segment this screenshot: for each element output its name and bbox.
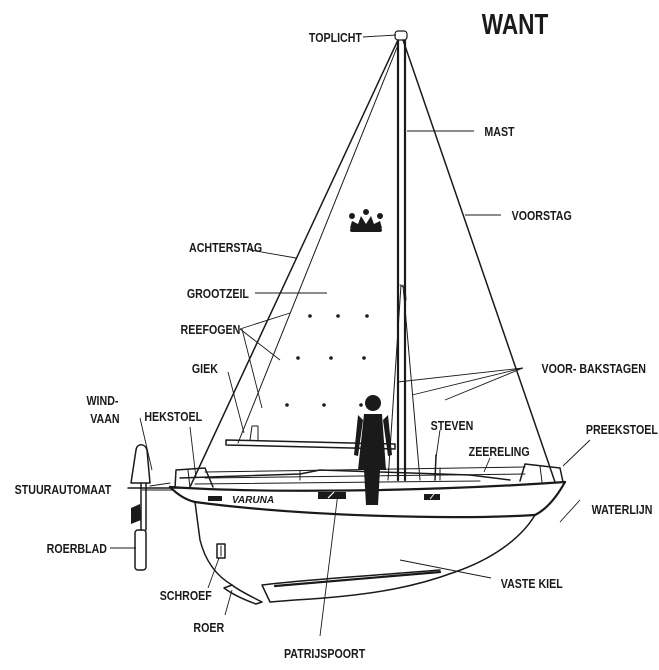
label-mast: MAST bbox=[484, 124, 515, 139]
label-preekstoel: PREEKSTOEL bbox=[586, 422, 658, 437]
label-waterlijn: WATERLIJN bbox=[592, 502, 653, 517]
label-voorstag: VOORSTAG bbox=[512, 208, 572, 223]
label-giek: GIEK bbox=[192, 361, 218, 376]
label-patrijspoort: PATRIJSPOORT bbox=[284, 646, 366, 661]
label-toplicht: TOPLICHT bbox=[309, 30, 363, 45]
label-stuurautomaat: STUURAUTOMAAT bbox=[15, 482, 112, 497]
reef-points bbox=[285, 314, 369, 407]
mast bbox=[395, 31, 407, 480]
label-grootzeil: GROOTZEIL bbox=[187, 286, 249, 301]
label-vaan: VAAN bbox=[90, 411, 119, 426]
bow-pulpit bbox=[520, 464, 563, 482]
windvane-self-steering bbox=[128, 445, 180, 570]
label-vaste-kiel: VASTE KIEL bbox=[501, 576, 563, 591]
label-wind: WIND- bbox=[87, 393, 119, 408]
label-hekstoel: HEKSTOEL bbox=[144, 409, 202, 424]
diagram-title: WANT bbox=[482, 7, 549, 40]
steven-post bbox=[435, 455, 436, 480]
label-achterstag: ACHTERSTAG bbox=[189, 240, 262, 255]
label-roerblad: ROERBLAD bbox=[47, 541, 108, 556]
label-voor-bakstagen: VOOR- BAKSTAGEN bbox=[541, 361, 646, 376]
person-silhouette bbox=[354, 395, 392, 505]
crown-emblem bbox=[349, 209, 383, 232]
label-schroef: SCHROEF bbox=[160, 588, 212, 603]
forestay bbox=[403, 40, 555, 482]
label-steven: STEVEN bbox=[431, 418, 474, 433]
labels: TOPLICHT MAST VOORSTAG ACHTERSTAG GROOTZ… bbox=[15, 30, 658, 661]
label-reefogen: REEFOGEN bbox=[181, 322, 241, 337]
label-roer: ROER bbox=[193, 620, 224, 635]
label-zeereling: ZEERELING bbox=[469, 444, 530, 459]
boat-name: VARUNA bbox=[232, 495, 274, 506]
